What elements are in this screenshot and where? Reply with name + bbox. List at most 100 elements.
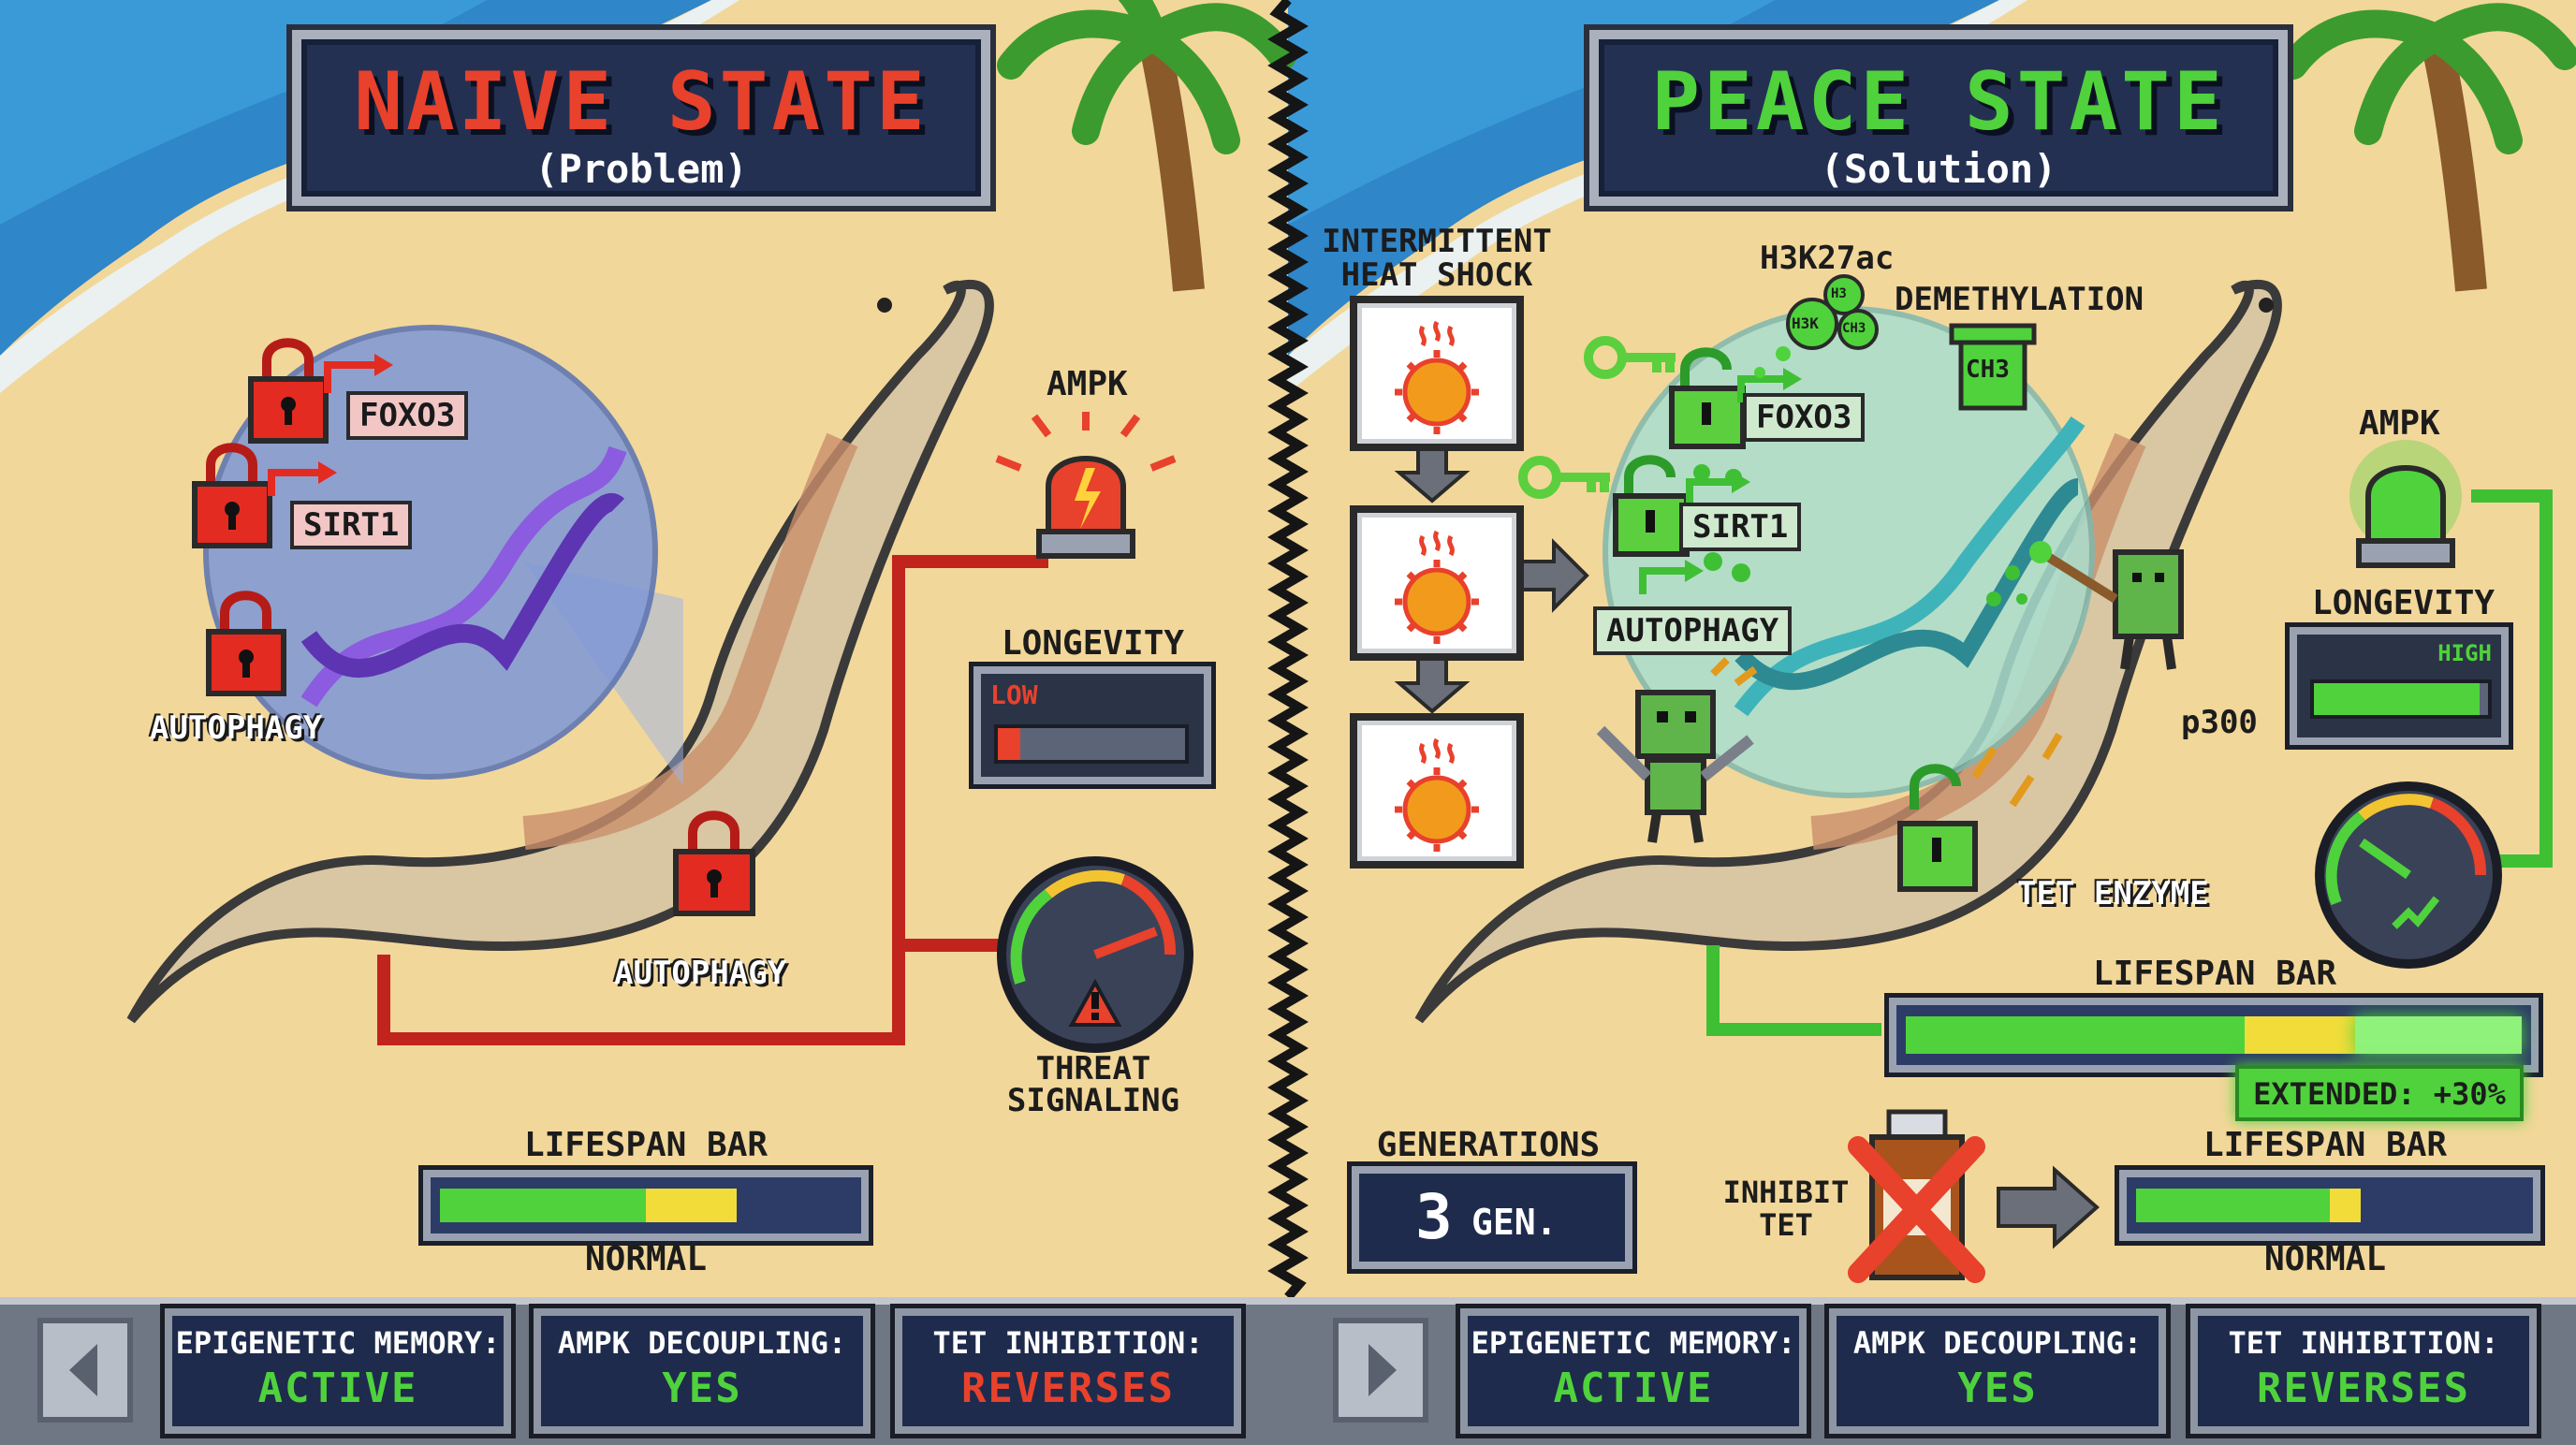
trash-label-ch3: CH3: [1966, 356, 2010, 384]
longevity-meter-right: HIGH: [2285, 622, 2513, 750]
histone-bubble-h3k: H3K: [1792, 314, 1819, 332]
gene-tag-sirt1-right: SIRT1: [1679, 503, 1802, 551]
worm-left: [126, 279, 994, 1024]
generations-label: GENERATIONS: [1376, 1126, 1601, 1164]
threat-label-line2: SIGNALING: [1006, 1082, 1180, 1119]
worm-lock-label-autophagy: AUTOPHAGY: [614, 955, 787, 992]
alarm-siren-icon: [995, 412, 1177, 559]
title-naive: NAIVE STATE: [354, 55, 929, 149]
next-button[interactable]: [1333, 1318, 1428, 1423]
ampk-light-green-icon: [2349, 440, 2462, 568]
sun-icon: [1395, 320, 1479, 434]
status-label: EPIGENETIC MEMORY:: [1471, 1325, 1796, 1361]
extended-badge: EXTENDED: +30%: [2235, 1065, 2524, 1121]
lifespan-track-right-top: [1906, 1016, 2522, 1054]
dna-helix-icon: [1734, 416, 2086, 717]
status-value: YES: [1957, 1365, 2038, 1412]
prev-button[interactable]: [37, 1318, 133, 1423]
histone-bubble-h3: H3: [1831, 286, 1847, 301]
lock-icon: [248, 338, 329, 444]
arrow-right-icon: [1997, 1165, 2100, 1249]
subtitle-solution: (Solution): [1820, 146, 2057, 192]
robot-painter-icon: [1986, 541, 2184, 670]
heat-shock-label-line2: HEAT SHOCK: [1340, 256, 1533, 294]
histone-bubbles-icon: [1754, 274, 1879, 378]
lifespan-gauge-icon: [2315, 781, 2502, 969]
lock-icon: [673, 810, 755, 916]
palm-tree-icon: [2279, 3, 2576, 292]
longevity-meter-left: LOW: [969, 662, 1216, 789]
histone-bubble-ch3: CH3: [1842, 321, 1866, 336]
wire-left: [377, 939, 1002, 1045]
title-peace: PEACE STATE: [1651, 55, 2226, 149]
status-card-ampk-left: AMPK DECOUPLING: YES: [529, 1304, 875, 1438]
lifespan-label-right-bottom: LIFESPAN BAR: [2203, 1126, 2448, 1164]
status-card-tet-right: TET INHIBITION: REVERSES: [2186, 1304, 2541, 1438]
lifespan-status-left: NORMAL: [584, 1240, 708, 1278]
ampk-label-left: AMPK: [1046, 365, 1128, 403]
longevity-track-left: [994, 724, 1189, 764]
longevity-fill-right: [2314, 683, 2480, 715]
status-card-epigenetic-right: EPIGENETIC MEMORY: ACTIVE: [1456, 1304, 1811, 1438]
status-value: YES: [662, 1365, 742, 1412]
status-value: REVERSES: [2257, 1365, 2470, 1412]
gene-tag-sirt1: SIRT1: [290, 501, 413, 549]
generations-value: 3: [1415, 1181, 1453, 1253]
wire-right: [1706, 945, 1881, 1036]
dna-helix-icon: [300, 445, 627, 708]
key-icon: [1518, 456, 1610, 499]
demethylation-label: DEMETHYLATION: [1895, 281, 2144, 318]
key-icon: [1584, 336, 1676, 379]
heat-shock-box-1: [1350, 296, 1524, 451]
lock-icon: [206, 591, 286, 696]
status-label: AMPK DECOUPLING:: [1852, 1325, 2143, 1361]
lifespan-status-right: NORMAL: [2263, 1240, 2387, 1278]
lifespan-extended-right-top: [2355, 1016, 2522, 1054]
lifespan-track-left: [440, 1189, 852, 1222]
lifespan-green-left: [440, 1189, 646, 1222]
generations-box: 3 GEN.: [1347, 1161, 1637, 1274]
lifespan-yellow-right-top: [2244, 1016, 2356, 1054]
unlock-icon: [1897, 764, 1978, 892]
status-card-tet-left: TET INHIBITION: REVERSES: [890, 1304, 1246, 1438]
unlock-icon: [1669, 347, 1746, 449]
lifespan-green-right-top: [1906, 1016, 2245, 1054]
p300-label: p300: [2181, 704, 2258, 741]
chevron-left-icon: [69, 1344, 97, 1396]
heat-shock-box-2: [1350, 505, 1524, 661]
tet-enzyme-label: TET ENZYME: [2017, 875, 2209, 912]
ampk-label-right: AMPK: [2359, 404, 2440, 443]
arrow-right-icon: [1519, 538, 1589, 613]
subtitle-problem: (Problem): [534, 146, 748, 192]
threat-label-line1: THREAT: [1035, 1050, 1151, 1087]
lifespan-bar-right-top: [1884, 993, 2543, 1077]
threat-gauge-icon: [997, 856, 1193, 1053]
inhibit-label-line2: TET: [1759, 1207, 1813, 1243]
status-card-epigenetic-left: EPIGENETIC MEMORY: ACTIVE: [160, 1304, 516, 1438]
status-label: TET INHIBITION:: [932, 1325, 1204, 1361]
status-value: ACTIVE: [257, 1365, 418, 1412]
heat-shock-box-3: [1350, 713, 1524, 868]
lifespan-track-right-bottom: [2136, 1189, 2524, 1222]
inhibitor-bottle-icon: [1848, 1109, 1985, 1283]
zigzag-divider: [1267, 0, 1309, 1301]
sun-icon: [1395, 530, 1479, 644]
status-value: ACTIVE: [1553, 1365, 1714, 1412]
gene-tag-foxo3: FOXO3: [346, 391, 469, 440]
inhibit-label-line1: INHIBIT: [1722, 1175, 1850, 1210]
longevity-value-high: HIGH: [2437, 640, 2492, 666]
status-value: REVERSES: [961, 1365, 1175, 1412]
sun-icon: [1395, 737, 1479, 852]
status-label: AMPK DECOUPLING:: [557, 1325, 847, 1361]
generations-unit: GEN.: [1471, 1202, 1558, 1243]
lifespan-green-right-bottom: [2136, 1189, 2330, 1222]
lifespan-yellow-right-bottom: [2330, 1189, 2362, 1222]
extended-label: EXTENDED: +30%: [2253, 1076, 2506, 1112]
longevity-track-right: [2310, 679, 2492, 719]
longevity-label-right: LONGEVITY: [2312, 584, 2496, 622]
lifespan-yellow-left: [646, 1189, 737, 1222]
trash-can-icon: [1949, 323, 2037, 411]
h3k27ac-label: H3K27ac: [1760, 240, 1895, 277]
lifespan-label-right-top: LIFESPAN BAR: [2093, 955, 2337, 993]
